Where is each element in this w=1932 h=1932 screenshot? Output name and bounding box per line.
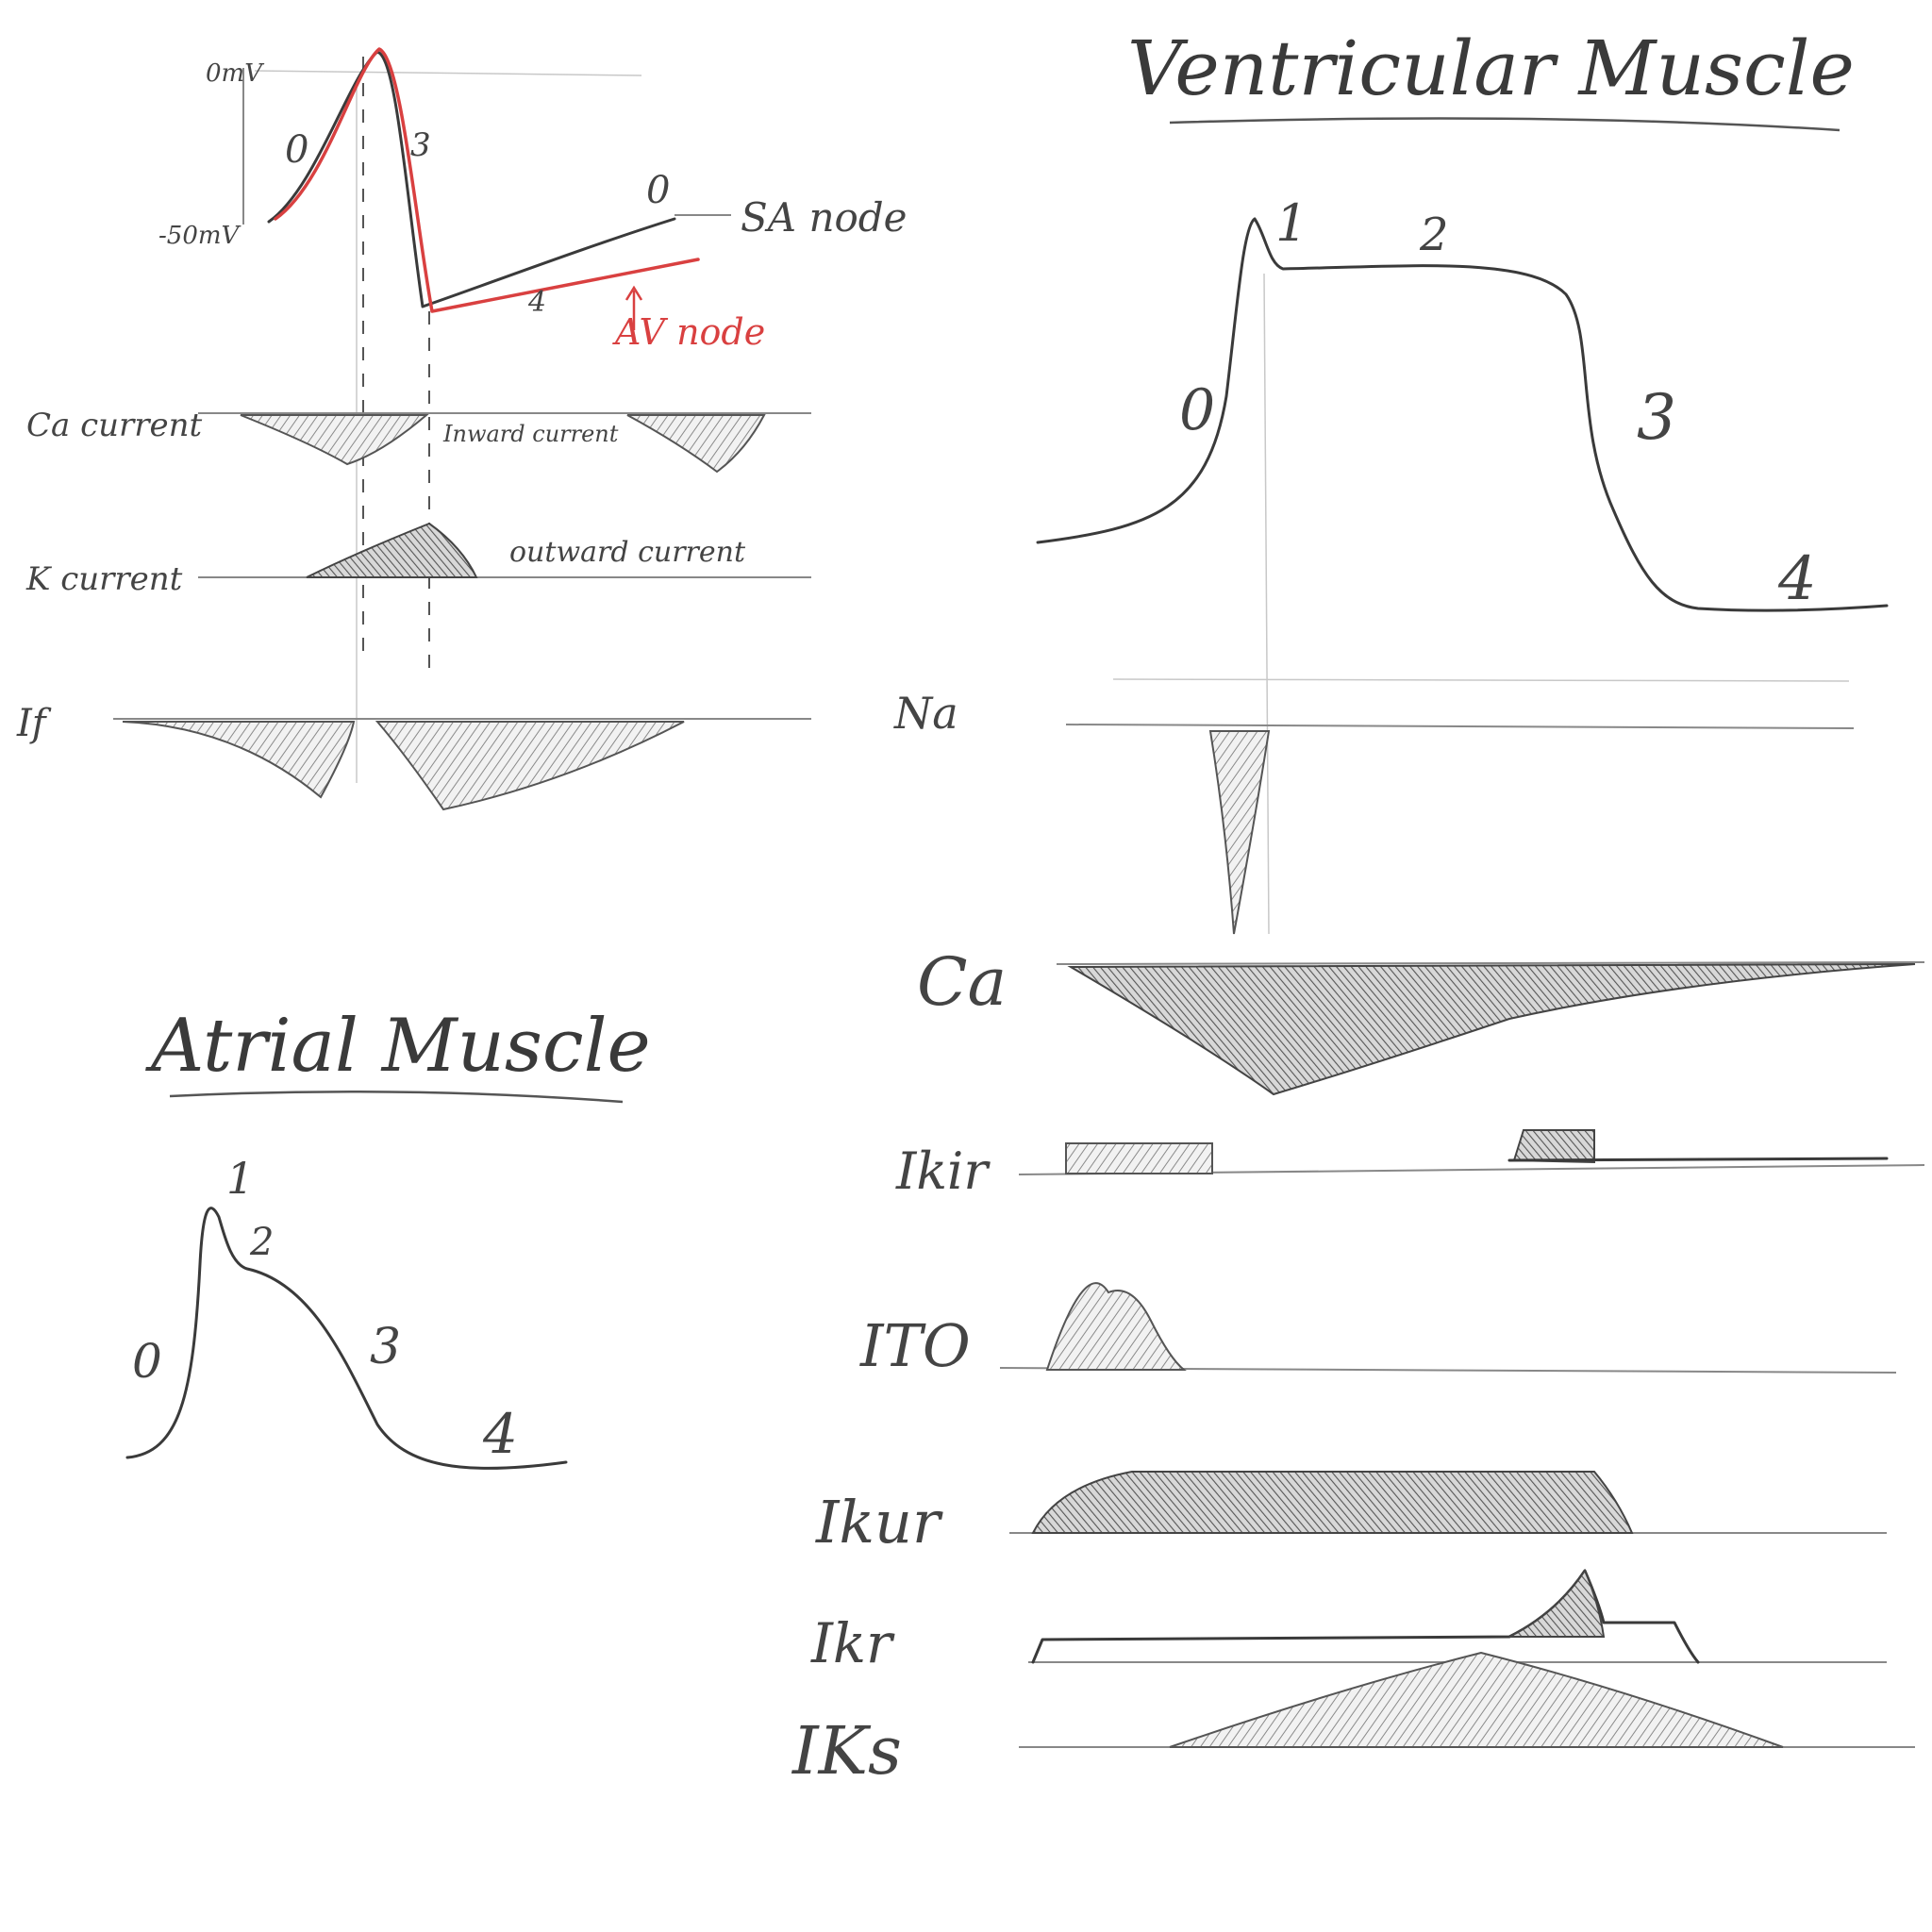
- ikir-late-line: [1507, 1157, 1889, 1162]
- atrial-phase-1-label: 1: [226, 1153, 254, 1204]
- ventricular-title-underline: [1169, 117, 1840, 132]
- sa-phase-4-label: 4: [527, 286, 546, 319]
- ca-inward-area-repeat: [626, 414, 766, 474]
- na-inward-spike: [1208, 730, 1271, 935]
- outward-current-label: outward current: [509, 536, 746, 569]
- ikir-label: Ikir: [895, 1141, 991, 1201]
- ventricular-phase-3-label: 3: [1637, 381, 1676, 454]
- atrial-trace: [125, 1207, 568, 1470]
- sa-phase-0-right-label: 0: [646, 169, 670, 212]
- atrial-phase-2-label: 2: [249, 1221, 274, 1264]
- sa-phase-0-label: 0: [285, 128, 308, 172]
- ikir-area-early: [1065, 1142, 1213, 1174]
- ito-label: ITO: [859, 1311, 971, 1380]
- ventricular-guide-line: [1263, 273, 1270, 935]
- sa-node-label: SA node: [741, 194, 908, 241]
- ca-current-label: Ca current: [26, 407, 203, 444]
- sa-node-panel: 0mV -50mV 0 3 4 0 SA node AV node Ca cur…: [16, 47, 908, 811]
- atrial-title: Atrial Muscle: [145, 1004, 651, 1089]
- zero-mv-guide: [254, 70, 642, 76]
- na-current-label: Na: [893, 688, 958, 739]
- na-baseline: [1065, 724, 1855, 729]
- atrial-phase-0-label: 0: [132, 1334, 162, 1389]
- iks-outward-area: [1169, 1651, 1784, 1748]
- k-outward-area: [306, 522, 478, 578]
- k-current-label: K current: [25, 560, 183, 598]
- ventricular-phase-0-label: 0: [1179, 377, 1215, 443]
- ventricular-phase-4-label: 4: [1777, 544, 1817, 614]
- ventricular-phase-1-label: 1: [1275, 193, 1307, 253]
- atrial-panel: Atrial Muscle 0 1 2 3 4: [125, 1004, 651, 1470]
- av-node-trace: [274, 47, 700, 313]
- na-faint-line: [1112, 678, 1850, 682]
- atrial-title-underline: [169, 1090, 624, 1104]
- ikr-label: Ikr: [810, 1611, 895, 1675]
- atrial-phase-4-label: 4: [482, 1402, 518, 1466]
- ventricular-trace: [1036, 217, 1889, 612]
- ikir-area-late: [1512, 1129, 1595, 1164]
- iks-label: IKs: [791, 1712, 902, 1790]
- ikur-plateau-area: [1031, 1471, 1634, 1534]
- ca-ventricular-baseline: [1056, 961, 1925, 965]
- if-area-right: [375, 721, 685, 811]
- ca-inward-area: [240, 414, 429, 466]
- ventricular-panel: Ventricular Muscle 0 1 2 3 4 Na Ca Ikir …: [791, 25, 1925, 1790]
- ca-ventricular-label: Ca: [917, 943, 1007, 1021]
- ventricular-title: Ventricular Muscle: [1127, 25, 1855, 112]
- ito-outward-peak: [1045, 1282, 1187, 1371]
- av-arrowhead: [625, 285, 643, 301]
- if-area-left: [122, 721, 356, 799]
- ikr-peak-area: [1508, 1568, 1606, 1638]
- ca-ventricular-area: [1067, 963, 1916, 1096]
- sa-node-trace: [267, 50, 676, 308]
- zero-mv-label: 0mV: [206, 59, 264, 88]
- sa-phase-3-label: 3: [410, 126, 431, 164]
- inward-current-label: Inward current: [442, 421, 619, 447]
- atrial-phase-3-label: 3: [370, 1319, 401, 1375]
- minus-50mv-label: -50mV: [158, 222, 242, 250]
- ikur-label: Ikur: [815, 1488, 943, 1557]
- av-node-label: AV node: [612, 311, 765, 353]
- ventricular-phase-2-label: 2: [1419, 208, 1449, 261]
- if-current-label: If: [16, 702, 52, 745]
